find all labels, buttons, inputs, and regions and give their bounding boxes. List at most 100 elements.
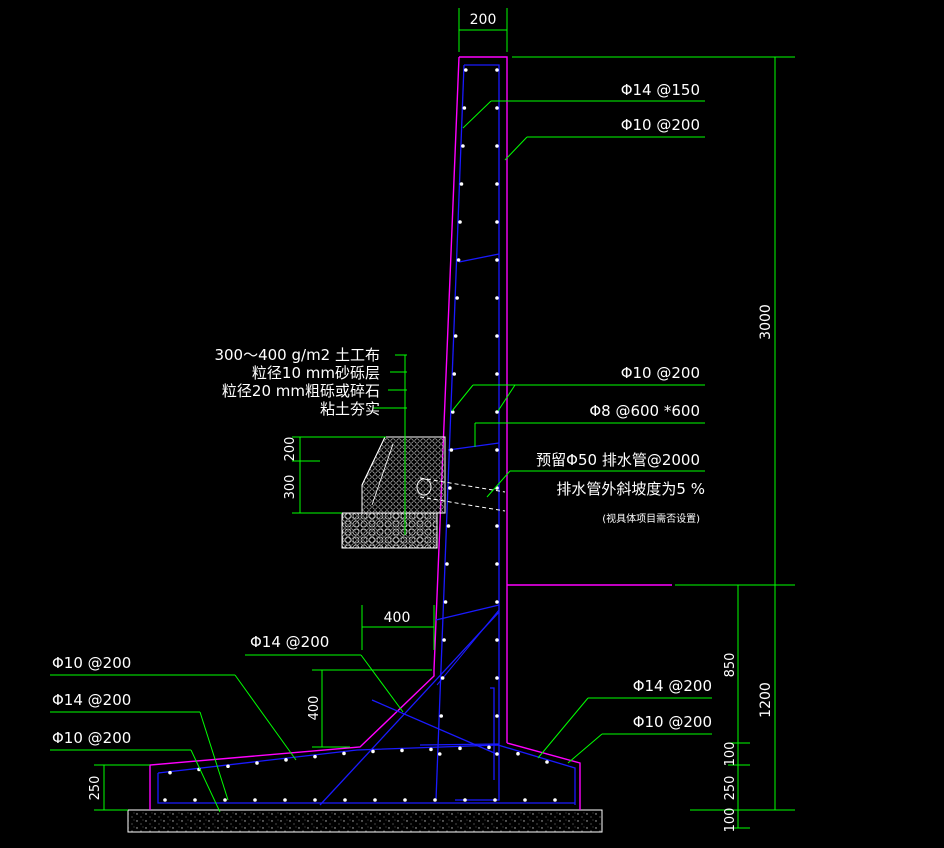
rebar-dot xyxy=(553,798,557,802)
rebar-layout xyxy=(157,64,576,806)
rebar-dot xyxy=(442,638,446,642)
rebar-dot xyxy=(495,410,499,414)
dim-haunch-height: 400 xyxy=(307,696,322,721)
rebar-dot xyxy=(443,600,448,604)
dim-top-width: 200 xyxy=(470,12,497,28)
label-left-bar-3: Φ10 @200 xyxy=(52,729,131,747)
rebar-dot xyxy=(223,798,227,802)
base-slab xyxy=(127,809,603,833)
rebar-dot xyxy=(458,220,462,224)
rebar-dot xyxy=(495,448,499,452)
rebar-dot xyxy=(226,764,230,769)
rebar-dot xyxy=(343,798,347,802)
rebar-dot xyxy=(373,798,377,802)
rebar-dot xyxy=(495,182,499,186)
rebar-dot xyxy=(495,258,499,262)
rebar-dot xyxy=(253,798,257,802)
dim-lower-height: 1200 xyxy=(758,682,774,718)
rebar-dot xyxy=(495,524,499,528)
rebar-dot xyxy=(456,258,461,262)
rebar-dot xyxy=(495,296,499,300)
label-left-bar-2: Φ14 @200 xyxy=(52,691,131,709)
dim-wall-height: 3000 xyxy=(758,304,774,340)
rebar-dot xyxy=(459,182,464,186)
dimension-lines xyxy=(94,8,795,829)
rebar-dot xyxy=(495,638,499,642)
rebar-dot xyxy=(403,798,407,802)
dim-footing-h: 250 xyxy=(723,776,738,801)
dim-drain-300: 300 xyxy=(283,475,298,500)
rebar-dot xyxy=(495,334,499,338)
rebar-dot xyxy=(163,798,167,802)
rebar-dot xyxy=(342,751,346,756)
label-right-bot-2: Φ10 @200 xyxy=(633,713,712,731)
rebar-dot xyxy=(495,372,499,376)
rebar-dot xyxy=(495,562,499,566)
rebar-dot xyxy=(523,798,527,802)
label-drain-pipe: 预留Φ50 排水管@2000 xyxy=(536,451,700,469)
dim-drain-200: 200 xyxy=(283,437,298,462)
rebar-dot xyxy=(371,749,375,754)
rebar-dot xyxy=(448,486,452,490)
rebar-dot xyxy=(463,798,467,802)
rebar-dot xyxy=(495,144,499,148)
rebar-dot xyxy=(429,747,433,752)
rebar-dot xyxy=(458,746,462,751)
label-right-top-1: Φ14 @150 xyxy=(621,81,700,99)
rebar-dot xyxy=(495,220,499,224)
rebar-dot xyxy=(439,714,444,718)
rebar-dot xyxy=(168,770,172,775)
rebar-dot xyxy=(400,748,404,753)
rebar-dot xyxy=(440,676,445,680)
rebar-dot xyxy=(495,600,499,604)
label-drain-slope: 排水管外斜坡度为5 % xyxy=(556,480,705,498)
dim-footing-left: 250 xyxy=(88,776,103,801)
label-right-mid-2: Φ8 @600 *600 xyxy=(589,402,700,420)
label-layer-1: 300～400 g/m2 土工布 xyxy=(214,346,380,364)
rebar-dot xyxy=(433,798,437,802)
rebar-dot xyxy=(545,760,549,764)
rebar-dot xyxy=(193,798,197,802)
label-haunch-bar: Φ14 @200 xyxy=(250,633,329,651)
leader-lines xyxy=(50,100,712,813)
rebar-dot xyxy=(446,524,451,528)
label-layer-4: 粘土夯实 xyxy=(320,400,380,418)
dim-haunch-h1: 850 xyxy=(723,653,738,678)
label-right-mid-1: Φ10 @200 xyxy=(621,364,700,382)
rebar-dot xyxy=(495,752,499,756)
rebar-dot xyxy=(313,798,317,802)
label-layer-2: 粒径10 mm砂砾层 xyxy=(252,364,380,382)
rebar-dot xyxy=(449,448,454,452)
rebar-dot xyxy=(455,296,459,300)
label-left-bar-1: Φ10 @200 xyxy=(52,654,131,672)
rebar-dots xyxy=(163,68,557,802)
rebar-dot xyxy=(495,676,499,680)
label-right-top-2: Φ10 @200 xyxy=(621,116,700,134)
rebar-dot xyxy=(495,68,499,72)
rebar-dot xyxy=(461,144,465,148)
dim-haunch-width: 400 xyxy=(384,610,411,626)
rebar-dot xyxy=(453,334,458,338)
dim-haunch-h2: 100 xyxy=(723,742,738,767)
dim-base-h: 100 xyxy=(723,808,738,833)
label-right-bot-1: Φ14 @200 xyxy=(633,677,712,695)
rebar-dot xyxy=(516,751,520,756)
rebar-dot xyxy=(452,372,457,376)
drainage-filter xyxy=(341,436,446,549)
label-drain-note: (视具体项目需否设置) xyxy=(602,512,700,525)
rebar-dot xyxy=(495,714,499,718)
rebar-dot xyxy=(284,758,288,762)
drain-pipe xyxy=(419,477,506,512)
wall-outline xyxy=(149,56,672,810)
label-layer-3: 粒径20 mm粗砾或碎石 xyxy=(222,382,380,400)
rebar-dot xyxy=(495,106,499,110)
rebar-dot xyxy=(313,754,317,759)
rebar-dot xyxy=(462,106,467,110)
rebar-dot xyxy=(283,798,287,802)
rebar-dot xyxy=(450,410,455,414)
rebar-dot xyxy=(445,562,449,566)
rebar-dot xyxy=(487,745,491,750)
rebar-dot xyxy=(437,752,442,756)
rebar-dot xyxy=(255,761,259,765)
